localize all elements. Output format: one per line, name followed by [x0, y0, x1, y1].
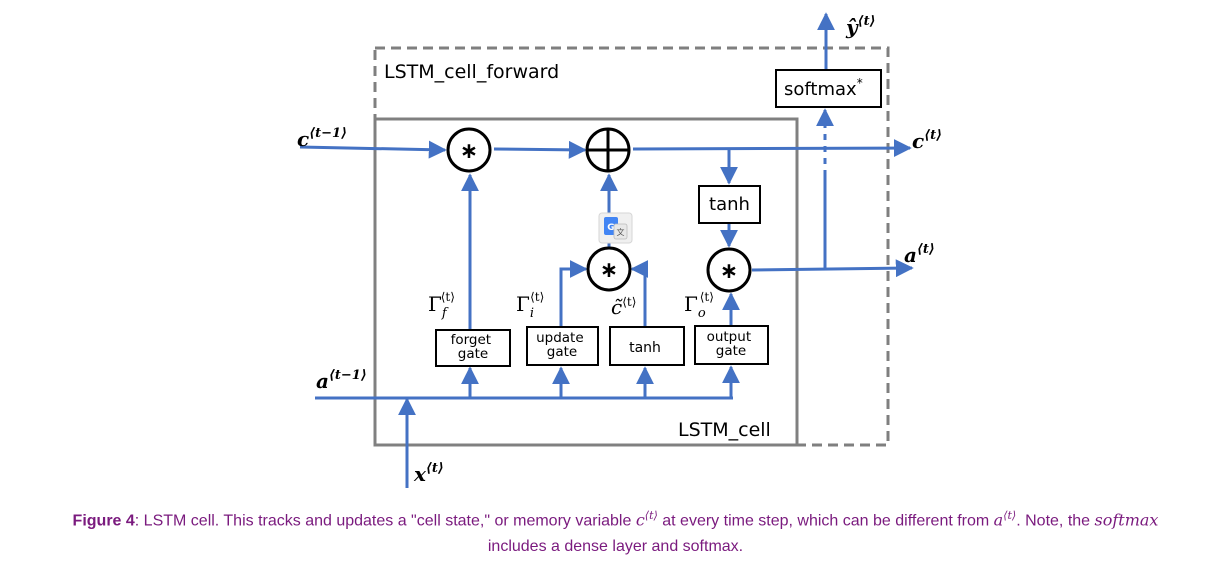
caption-text-2: at every time step, which can be differe… — [657, 512, 994, 530]
gamma-o: Γ — [684, 292, 698, 316]
svg-text:forget gate: forget gate — [451, 332, 496, 362]
svg-text:a⟨t⟩: a⟨t⟩ — [904, 242, 935, 267]
a-next-var: a — [904, 243, 917, 267]
softmax-sup: * — [857, 76, 863, 90]
ctilde-to-mul-line — [630, 260, 649, 327]
a-next-sup: ⟨t⟩ — [917, 242, 935, 257]
gamma-f-sub: f — [441, 306, 449, 321]
gamma-i: Γ — [516, 292, 530, 316]
update-to-mul-line — [559, 260, 588, 327]
figure-caption: Figure 4: LSTM cell. This tracks and upd… — [0, 503, 1231, 560]
caption-softmax: softmax — [1094, 510, 1159, 530]
output-multiply-node — [706, 247, 752, 293]
a-prev-sup: ⟨t−1⟩ — [329, 368, 367, 383]
c-prev-sup: ⟨t−1⟩ — [309, 126, 347, 141]
x-sup: ⟨t⟩ — [426, 461, 444, 476]
forget-gate-box — [435, 329, 511, 367]
svg-text:G: G — [607, 223, 614, 233]
gamma-i-sup: ⟨t⟩ — [530, 290, 544, 304]
c-next-var: c — [912, 129, 924, 153]
svg-text:a⟨t−1⟩: a⟨t−1⟩ — [316, 368, 367, 393]
svg-text:c⟨t⟩: c⟨t⟩ — [912, 128, 942, 153]
forget-gate-line1: forget — [451, 332, 492, 348]
output-gate-line1: output — [707, 329, 752, 345]
svg-text:softmax*: softmax* — [784, 76, 863, 100]
tanh-bottom-label: tanh — [629, 340, 661, 356]
svg-text:c⟨t−1⟩: c⟨t−1⟩ — [297, 126, 347, 151]
caption-text-3: . Note, the — [1016, 512, 1095, 530]
forget-multiply-symbol: ∗ — [460, 139, 478, 164]
a-prev-var: a — [316, 369, 329, 393]
c-next-line — [632, 139, 912, 158]
output-gate-box — [694, 325, 769, 365]
caption-text-1: : LSTM cell. This tracks and updates a "… — [134, 512, 636, 530]
update-gate-box — [526, 326, 599, 366]
svg-text:update gate: update gate — [536, 330, 588, 360]
svg-text:Γi⟨t⟩: Γi ⟨t⟩ — [516, 290, 544, 321]
tanh-top-box — [698, 185, 761, 224]
c-prev-var: c — [297, 127, 309, 151]
softmax-label: softmax — [784, 79, 857, 100]
gamma-f: Γ — [428, 292, 442, 316]
c-prev-line — [299, 140, 447, 159]
tanh-bottom-box — [609, 326, 685, 366]
caption-line-1: Figure 4: LSTM cell. This tracks and upd… — [0, 503, 1231, 534]
gamma-i-sub: i — [530, 306, 534, 321]
svg-text:ŷ⟨t⟩: ŷ⟨t⟩ — [845, 14, 876, 39]
c-tilde-sup: ⟨t⟩ — [622, 295, 636, 309]
caption-sup-a: ⟨t⟩ — [1003, 509, 1017, 522]
update-gate-line1: update — [536, 330, 584, 346]
a-next-line — [751, 259, 914, 278]
lstm-cell-label: LSTM_cell — [678, 419, 771, 441]
mul-to-add-line — [493, 140, 587, 159]
google-translate-icon[interactable]: G 文 — [598, 212, 633, 244]
gamma-o-sup: ⟨t⟩ — [700, 290, 714, 304]
svg-text:c̃⟨t⟩: c̃⟨t⟩ — [611, 295, 636, 319]
svg-text:Γo⟨t⟩: Γo ⟨t⟩ — [684, 290, 714, 321]
caption-sup-c: ⟨t⟩ — [644, 509, 658, 522]
y-hat-var: ŷ — [845, 15, 859, 39]
x-var: x — [413, 462, 427, 486]
update-multiply-node — [586, 246, 632, 292]
tanh-top-label: tanh — [709, 194, 750, 215]
lstm-diagram: LSTM_cell_forward LSTM_cell — [297, 12, 942, 488]
y-hat-sup: ⟨t⟩ — [858, 14, 876, 29]
caption-var-c: c — [635, 510, 645, 530]
c-tilde: c̃ — [611, 295, 623, 319]
lstm-cell-box — [373, 117, 799, 447]
update-multiply-symbol: ∗ — [600, 258, 618, 283]
caption-line-2: includes a dense layer and softmax. — [487, 538, 744, 556]
figure-label: Figure 4 — [72, 512, 135, 530]
output-multiply-symbol: ∗ — [720, 259, 738, 284]
caption-var-a: a — [993, 510, 1004, 530]
lstm-cell-forward-label: LSTM_cell_forward — [384, 61, 559, 83]
forget-gate-line2: gate — [458, 346, 488, 362]
svg-text:Γf⟨t⟩: Γf ⟨t⟩ — [428, 290, 455, 321]
svg-text:文: 文 — [617, 227, 625, 237]
update-gate-line2: gate — [547, 344, 577, 360]
gamma-f-sup: ⟨t⟩ — [441, 290, 455, 304]
c-next-sup: ⟨t⟩ — [924, 128, 942, 143]
svg-text:output gate: output gate — [707, 329, 756, 359]
output-gate-line2: gate — [716, 343, 746, 359]
forget-multiply-node — [446, 127, 492, 173]
softmax-box — [775, 69, 882, 108]
gamma-o-sub: o — [698, 306, 706, 321]
svg-text:x⟨t⟩: x⟨t⟩ — [413, 461, 444, 486]
